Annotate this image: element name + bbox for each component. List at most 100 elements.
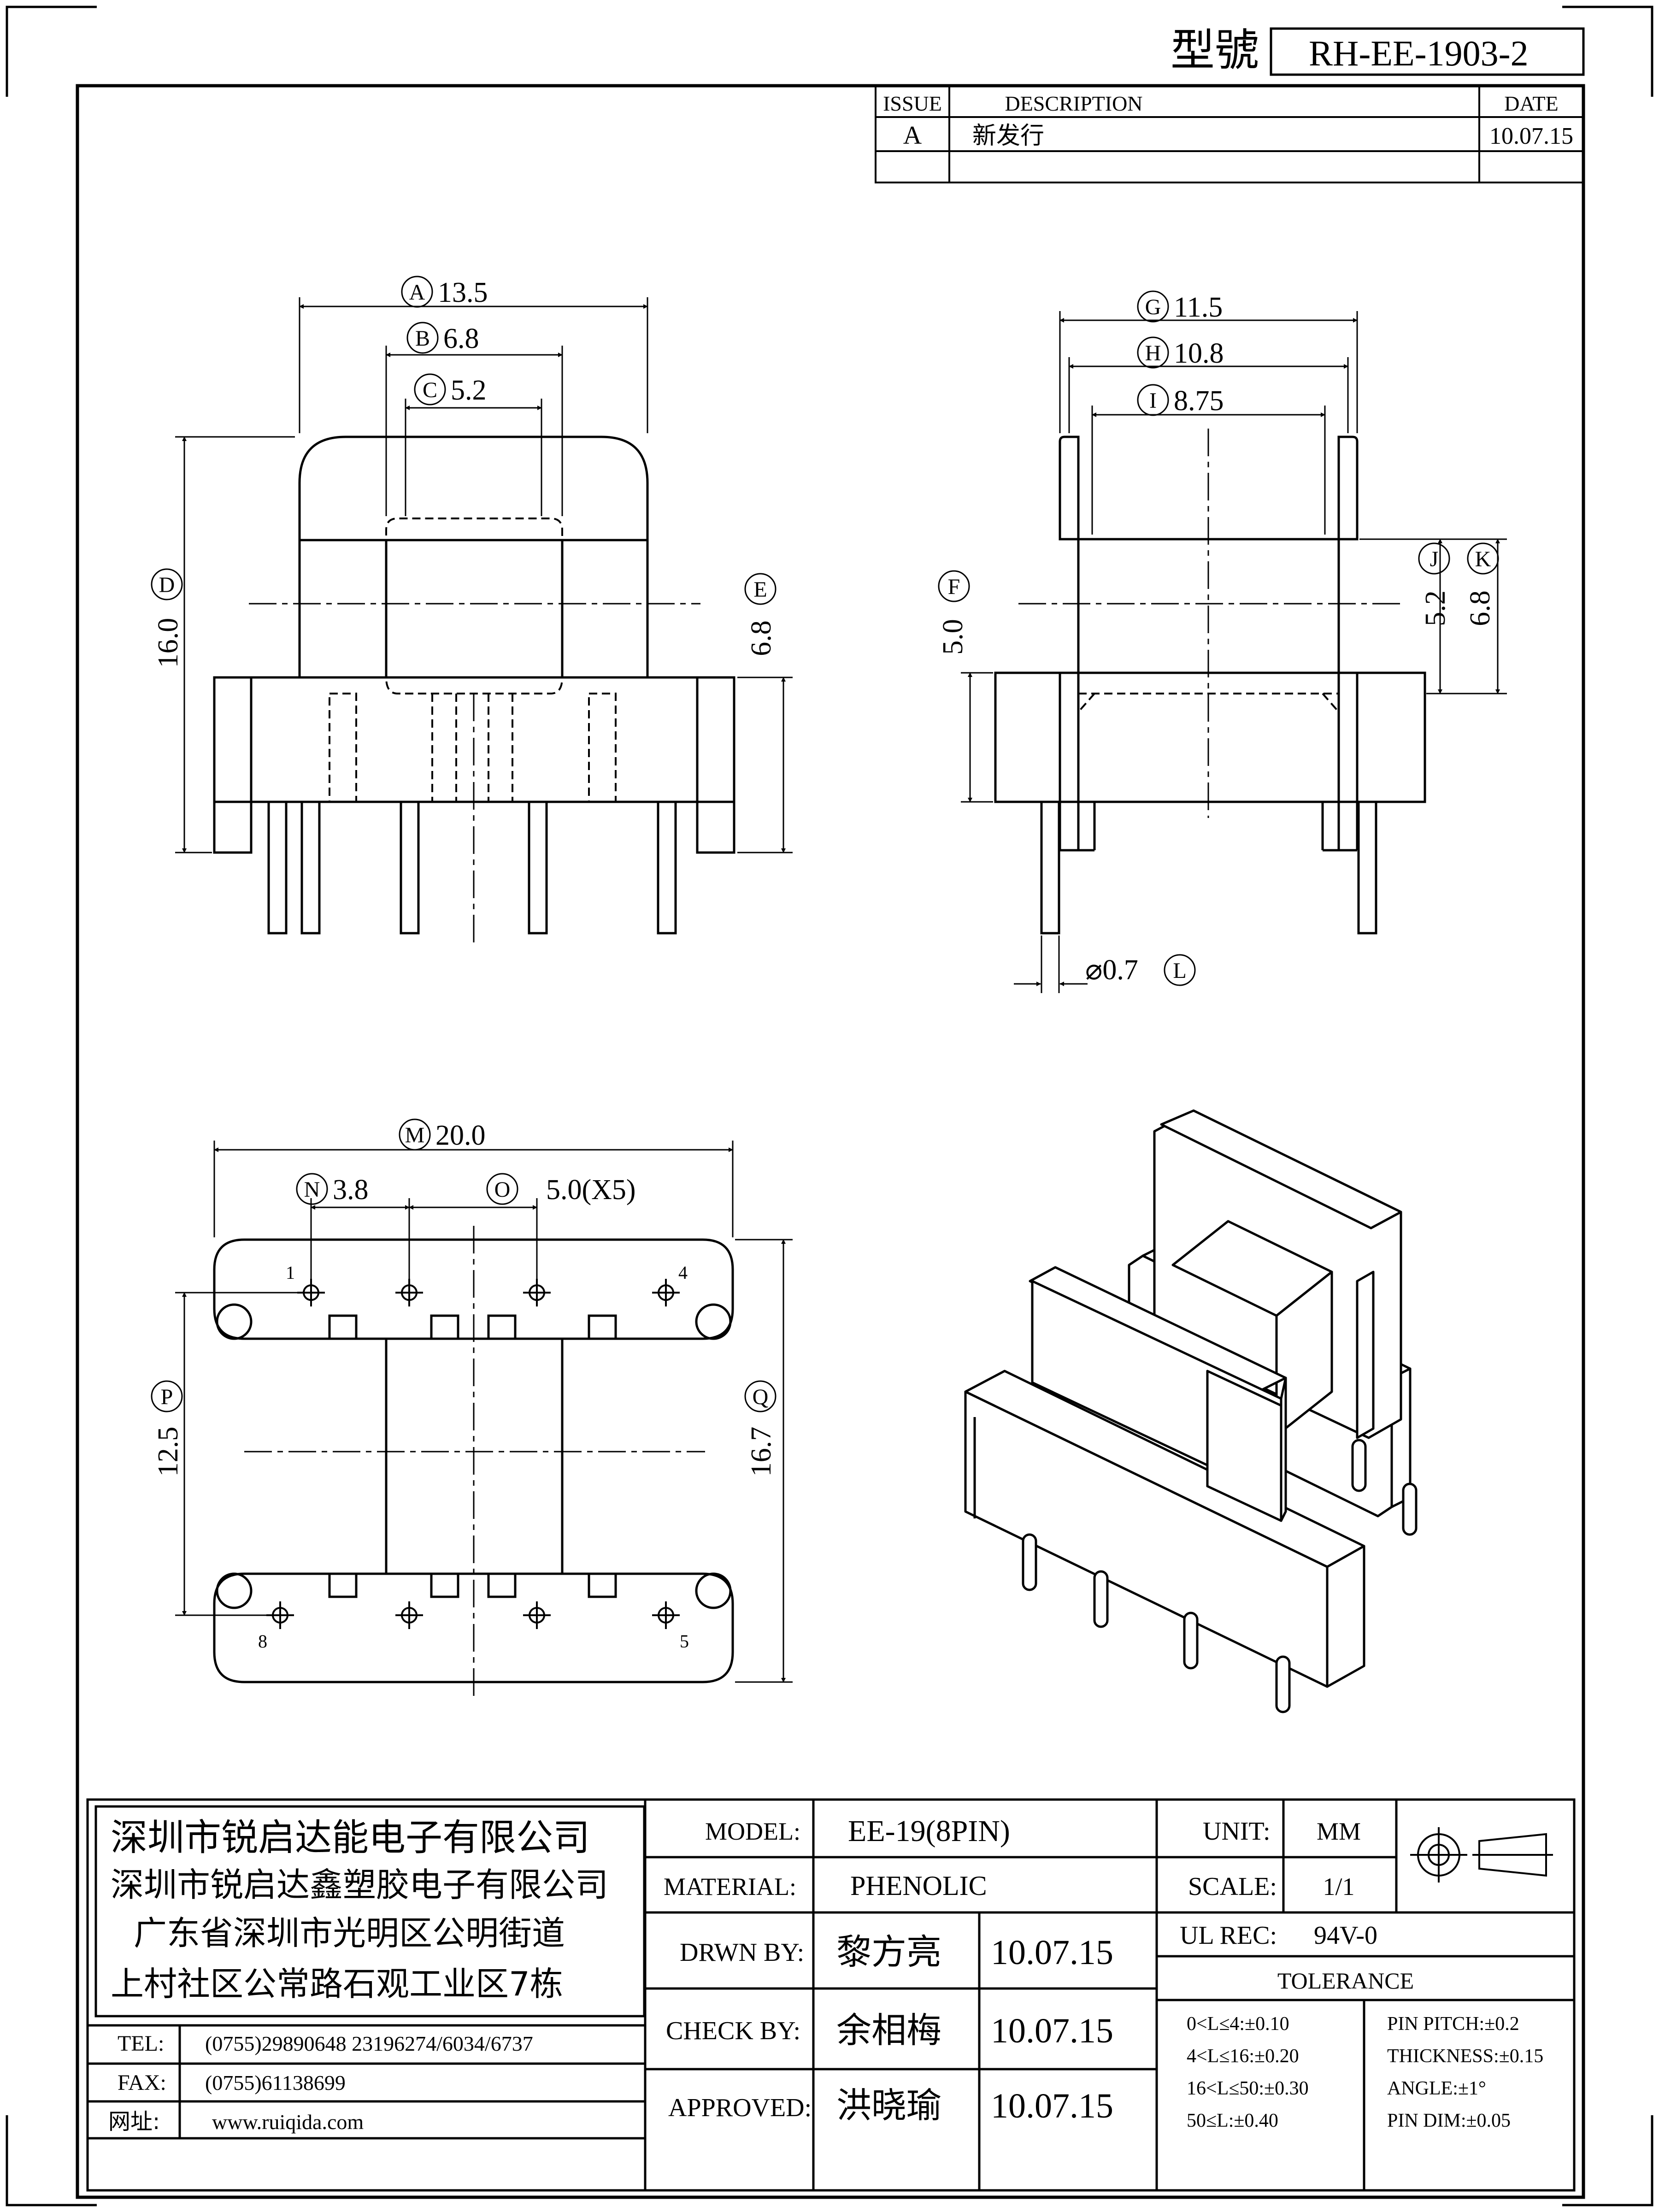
pin-5-label: 5: [680, 1631, 689, 1652]
ul-value: 94V-0: [1314, 1921, 1377, 1950]
company-line-4: 上村社区公常路石观工业区7栋: [111, 1965, 563, 2003]
material-label: MATERIAL:: [664, 1873, 796, 1900]
pin-1-label: 1: [286, 1262, 295, 1283]
dim-c-letter: C: [423, 378, 437, 402]
revision-date-header: DATE: [1504, 92, 1559, 115]
tolerance-row-1: 0<L≤4:±0.10: [1187, 2013, 1289, 2035]
dim-q-value: 16.7: [746, 1427, 777, 1477]
tolerance-row-3: 16<L≤50:±0.30: [1187, 2078, 1309, 2099]
dim-b-value: 6.8: [443, 323, 479, 354]
revision-issue-value: A: [903, 121, 922, 150]
bottom-view: M 20.0 N 3.8 O 5.0(X5) P 12.5 Q 16.7 1 4…: [151, 1118, 793, 1700]
pin-tolerance-row-4: PIN DIM:±0.05: [1387, 2110, 1511, 2131]
revision-description-value: 新发行: [972, 122, 1044, 150]
dim-g-label: G 11.5: [1137, 290, 1223, 323]
revision-description-header: DESCRIPTION: [1005, 92, 1142, 115]
dim-e-value: 6.8: [746, 620, 777, 656]
dim-d-value: 16.0: [153, 618, 184, 668]
model-header-label: 型號: [1171, 24, 1259, 76]
dim-a-label: A 13.5: [401, 276, 488, 308]
dim-d-letter: D: [159, 573, 175, 597]
dim-l-letter: L: [1173, 959, 1186, 983]
model-label: MODEL:: [705, 1818, 800, 1845]
material-value: PHENOLIC: [850, 1871, 987, 1901]
dim-o-letter: O: [494, 1177, 511, 1202]
tel-value: (0755)29890648 23196274/6034/6737: [205, 2032, 533, 2055]
check-by-label: CHECK BY:: [666, 2017, 800, 2045]
unit-label: UNIT:: [1203, 1817, 1271, 1846]
fax-label: FAX:: [118, 2071, 166, 2095]
dim-i-label: I 8.75: [1137, 384, 1224, 417]
approved-date: 10.07.15: [991, 2087, 1113, 2125]
model-value: EE-19(8PIN): [848, 1814, 1010, 1848]
dim-l-value: ⌀0.7: [1085, 954, 1138, 986]
tolerance-row-4: 50≤L:±0.40: [1187, 2110, 1278, 2131]
dim-p-letter: P: [161, 1385, 173, 1409]
dim-j-letter: J: [1430, 547, 1439, 571]
drawn-by-date: 10.07.15: [991, 1933, 1113, 1972]
dim-j-label: J 5.2: [1418, 542, 1451, 626]
dim-e-letter: E: [753, 577, 767, 602]
dim-m-letter: M: [405, 1123, 425, 1147]
dim-g-letter: G: [1145, 295, 1161, 319]
web-value: www.ruiqida.com: [212, 2110, 364, 2134]
approved-name: 洪晓瑜: [836, 2085, 941, 2126]
drawn-by-name: 黎方亮: [836, 1931, 941, 1972]
fax-value: (0755)61138699: [205, 2071, 346, 2094]
dim-m-value: 20.0: [435, 1120, 486, 1151]
dim-o-label: O 5.0(X5): [486, 1173, 636, 1206]
web-label: 网址:: [108, 2109, 160, 2135]
pin-tolerance-row-3: ANGLE:±1°: [1387, 2078, 1486, 2099]
company-line-2: 深圳市锐启达鑫塑胶电子有限公司: [111, 1865, 608, 1904]
ul-label: UL REC:: [1180, 1921, 1277, 1950]
dim-b-label: B 6.8: [406, 322, 479, 354]
dim-a-letter: A: [409, 280, 425, 305]
check-by-date: 10.07.15: [991, 2012, 1113, 2050]
dim-c-label: C 5.2: [414, 373, 487, 406]
tel-label: TEL:: [118, 2031, 164, 2056]
end-view: G 11.5 H 10.8 I 8.75 F 5.0 J 5.2 K 6.8: [937, 290, 1507, 993]
dim-q-label: Q 16.7: [744, 1380, 777, 1477]
dim-m-label: M 20.0: [399, 1118, 486, 1151]
dim-f-letter: F: [948, 575, 960, 599]
dim-f-label: F 5.0: [937, 570, 970, 655]
model-header-number: RH-EE-1903-2: [1309, 33, 1529, 73]
dim-n-label: N 3.8: [296, 1173, 369, 1206]
dim-o-value: 5.0(X5): [546, 1174, 636, 1206]
scale-value: 1/1: [1323, 1873, 1354, 1900]
check-by-name: 余相梅: [836, 2010, 941, 2051]
dim-q-letter: Q: [753, 1385, 769, 1409]
company-line-1: 深圳市锐启达能电子有限公司: [111, 1816, 590, 1859]
dim-j-value: 5.2: [1420, 590, 1451, 626]
dim-p-label: P 12.5: [151, 1380, 184, 1477]
dim-p-value: 12.5: [153, 1427, 184, 1477]
dim-k-letter: K: [1475, 547, 1491, 571]
revision-table: ISSUE DESCRIPTION DATE A 新发行 10.07.15: [875, 85, 1584, 183]
dim-f-value: 5.0: [937, 619, 969, 655]
approved-label: APPROVED:: [668, 2094, 812, 2122]
dim-e-label: E 6.8: [744, 573, 777, 656]
pin-4-label: 4: [678, 1262, 688, 1283]
revision-issue-header: ISSUE: [883, 92, 942, 115]
revision-date-value: 10.07.15: [1489, 123, 1573, 149]
dim-h-letter: H: [1145, 341, 1161, 365]
dim-n-value: 3.8: [333, 1174, 369, 1206]
dim-k-label: K 6.8: [1465, 542, 1499, 626]
projection-symbol-icon: [1410, 1827, 1553, 1883]
scale-label: SCALE:: [1188, 1872, 1277, 1901]
model-header: 型號 RH-EE-1903-2: [1171, 24, 1585, 76]
isometric-view: [964, 1109, 1418, 1713]
pin-tolerance-row-1: PIN PITCH:±0.2: [1387, 2013, 1519, 2035]
dim-d-label: D 16.0: [151, 568, 184, 668]
dim-b-letter: B: [415, 326, 430, 351]
tolerance-label: TOLERANCE: [1277, 1968, 1414, 1994]
drawn-by-label: DRWN BY:: [680, 1938, 804, 1967]
tolerance-row-2: 4<L≤16:±0.20: [1187, 2046, 1299, 2067]
dim-h-label: H 10.8: [1137, 336, 1224, 369]
dim-i-value: 8.75: [1174, 385, 1224, 417]
sheet-border: [6, 6, 1653, 2206]
dim-k-value: 6.8: [1465, 590, 1496, 626]
dim-n-letter: N: [304, 1177, 320, 1202]
dim-i-letter: I: [1149, 388, 1157, 413]
